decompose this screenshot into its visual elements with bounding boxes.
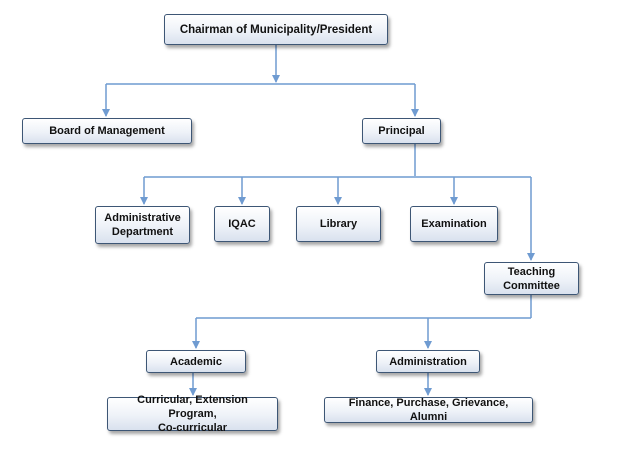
finance-label: Finance, Purchase, Grievance, Alumni — [348, 397, 509, 423]
teaching-committee-box: Teaching Committee — [484, 262, 579, 295]
iqac-box: IQAC — [214, 206, 270, 242]
board-label: Board of Management — [49, 125, 165, 137]
curricular-label-line1: Curricular, Extension Program, — [137, 394, 248, 420]
chairman-box: Chairman of Municipality/President — [164, 14, 388, 45]
academic-box: Academic — [146, 350, 246, 373]
admin-dept-label-line1: Administrative — [104, 212, 181, 224]
teaching-label-line2: Committee — [503, 279, 560, 292]
curricular-box: Curricular, Extension Program, Co-curric… — [107, 394, 278, 434]
finance-box: Finance, Purchase, Grievance, Alumni — [324, 397, 533, 423]
iqac-label: IQAC — [228, 218, 256, 230]
library-box: Library — [296, 206, 381, 242]
examination-label: Examination — [421, 218, 487, 230]
administration-label: Administration — [389, 355, 467, 368]
administration-box: Administration — [376, 350, 480, 373]
board-of-management-box: Board of Management — [22, 118, 192, 144]
admin-dept-label-line2: Department — [111, 226, 174, 238]
curricular-label-line2: Co-curricular — [157, 422, 228, 434]
principal-label: Principal — [378, 125, 425, 137]
examination-box: Examination — [410, 206, 498, 242]
principal-box: Principal — [362, 118, 441, 144]
administrative-department-box: Administrative Department — [95, 206, 190, 244]
teaching-label-line1: Teaching — [507, 265, 556, 278]
chairman-label: Chairman of Municipality/President — [179, 23, 373, 36]
academic-label: Academic — [170, 355, 222, 368]
library-label: Library — [319, 218, 358, 230]
